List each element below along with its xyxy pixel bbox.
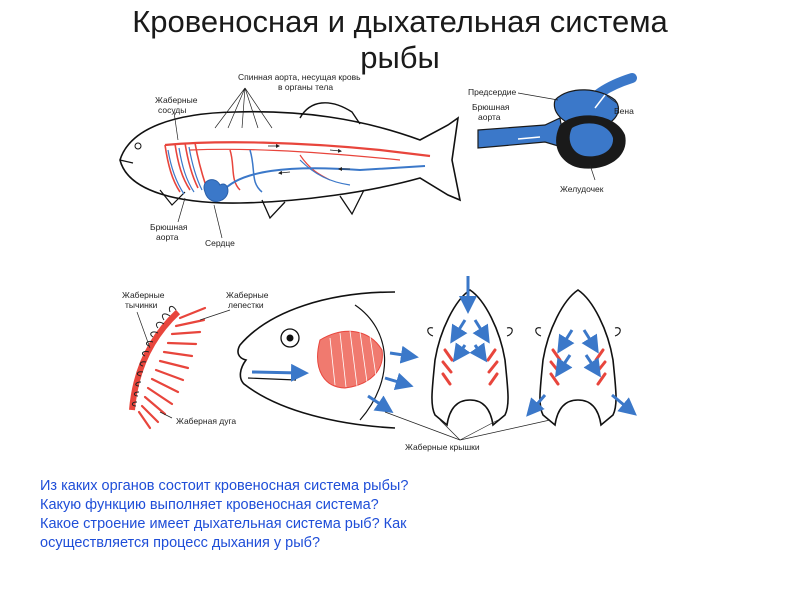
dorsal-fin: [299, 102, 361, 125]
label-gill-rakers-2: тычинки: [125, 300, 158, 310]
question-3: Какое строение имеет дыхательная система…: [40, 516, 407, 532]
gill-cover-view-1: [427, 276, 513, 427]
anal-fin: [339, 189, 365, 216]
head-gills: [317, 330, 383, 389]
head-eye: [280, 328, 300, 348]
gill-arch-detail: Жаберные тычинки Жаберные лепестки Жабер…: [122, 290, 269, 430]
fish-head-outline: [237, 291, 396, 429]
questions-block: Из каких органов состоит кровеносная сис…: [40, 477, 760, 553]
label-ventricle: Желудочек: [560, 184, 604, 194]
label-gill-arch: Жаберная дуга: [176, 416, 236, 426]
label-heart-ventral-aorta-2: аорта: [478, 112, 501, 122]
title-line-2: рыбы: [360, 40, 440, 75]
label-vein: Вена: [614, 106, 634, 116]
heart-detail: Предсердие Брюшная аорта Вена Желудочек: [468, 73, 637, 194]
heart-ventral-aorta: [477, 117, 566, 149]
label-dorsal-aorta-1: Спинная аорта, несущая кровь: [238, 72, 361, 82]
gill-cover-view-2: [526, 289, 637, 427]
label-gill-filaments-2: лепестки: [228, 300, 264, 310]
label-heart: Сердце: [205, 238, 235, 248]
label-gill-filaments-1: Жаберные: [226, 290, 269, 300]
circulatory-fish: Жаберные сосуды Спинная аорта, несущая к…: [119, 72, 462, 248]
label-dorsal-aorta-2: в органы тела: [278, 82, 333, 92]
label-gill-rakers-1: Жаберные: [122, 290, 165, 300]
question-2: Какую функцию выполняет кровеносная сист…: [40, 497, 379, 513]
page-title: Кровеносная и дыхательная система рыбы: [0, 4, 800, 76]
question-4: осуществляется процесс дыхания у рыб?: [40, 535, 321, 551]
gill-arch: [129, 309, 181, 411]
label-gill-vessels-2: сосуды: [158, 105, 186, 115]
label-gill-vessels-1: Жаберные: [155, 95, 198, 105]
fish-head-detail: [237, 291, 419, 429]
heart-shape: [203, 179, 229, 203]
label-ventral-aorta-1: Брюшная: [150, 222, 188, 232]
label-atrium: Предсердие: [468, 87, 517, 97]
fish-body-outline: [119, 110, 462, 204]
label-gill-covers: Жаберные крышки: [405, 442, 480, 452]
label-ventral-aorta-2: аорта: [156, 232, 179, 242]
gill-filaments: [137, 306, 207, 430]
pelvic-fin: [261, 199, 286, 220]
operculum-line: [354, 304, 386, 421]
gill-rakers: [131, 305, 177, 407]
fish-eye: [134, 142, 142, 150]
question-1: Из каких органов состоит кровеносная сис…: [40, 478, 409, 494]
pectoral-fin: [159, 189, 186, 206]
dorsal-aorta: [164, 141, 431, 158]
gill-covers-label-group: Жаберные крышки: [384, 411, 551, 452]
label-heart-ventral-aorta-1: Брюшная: [472, 102, 510, 112]
title-line-1: Кровеносная и дыхательная система: [132, 4, 668, 39]
